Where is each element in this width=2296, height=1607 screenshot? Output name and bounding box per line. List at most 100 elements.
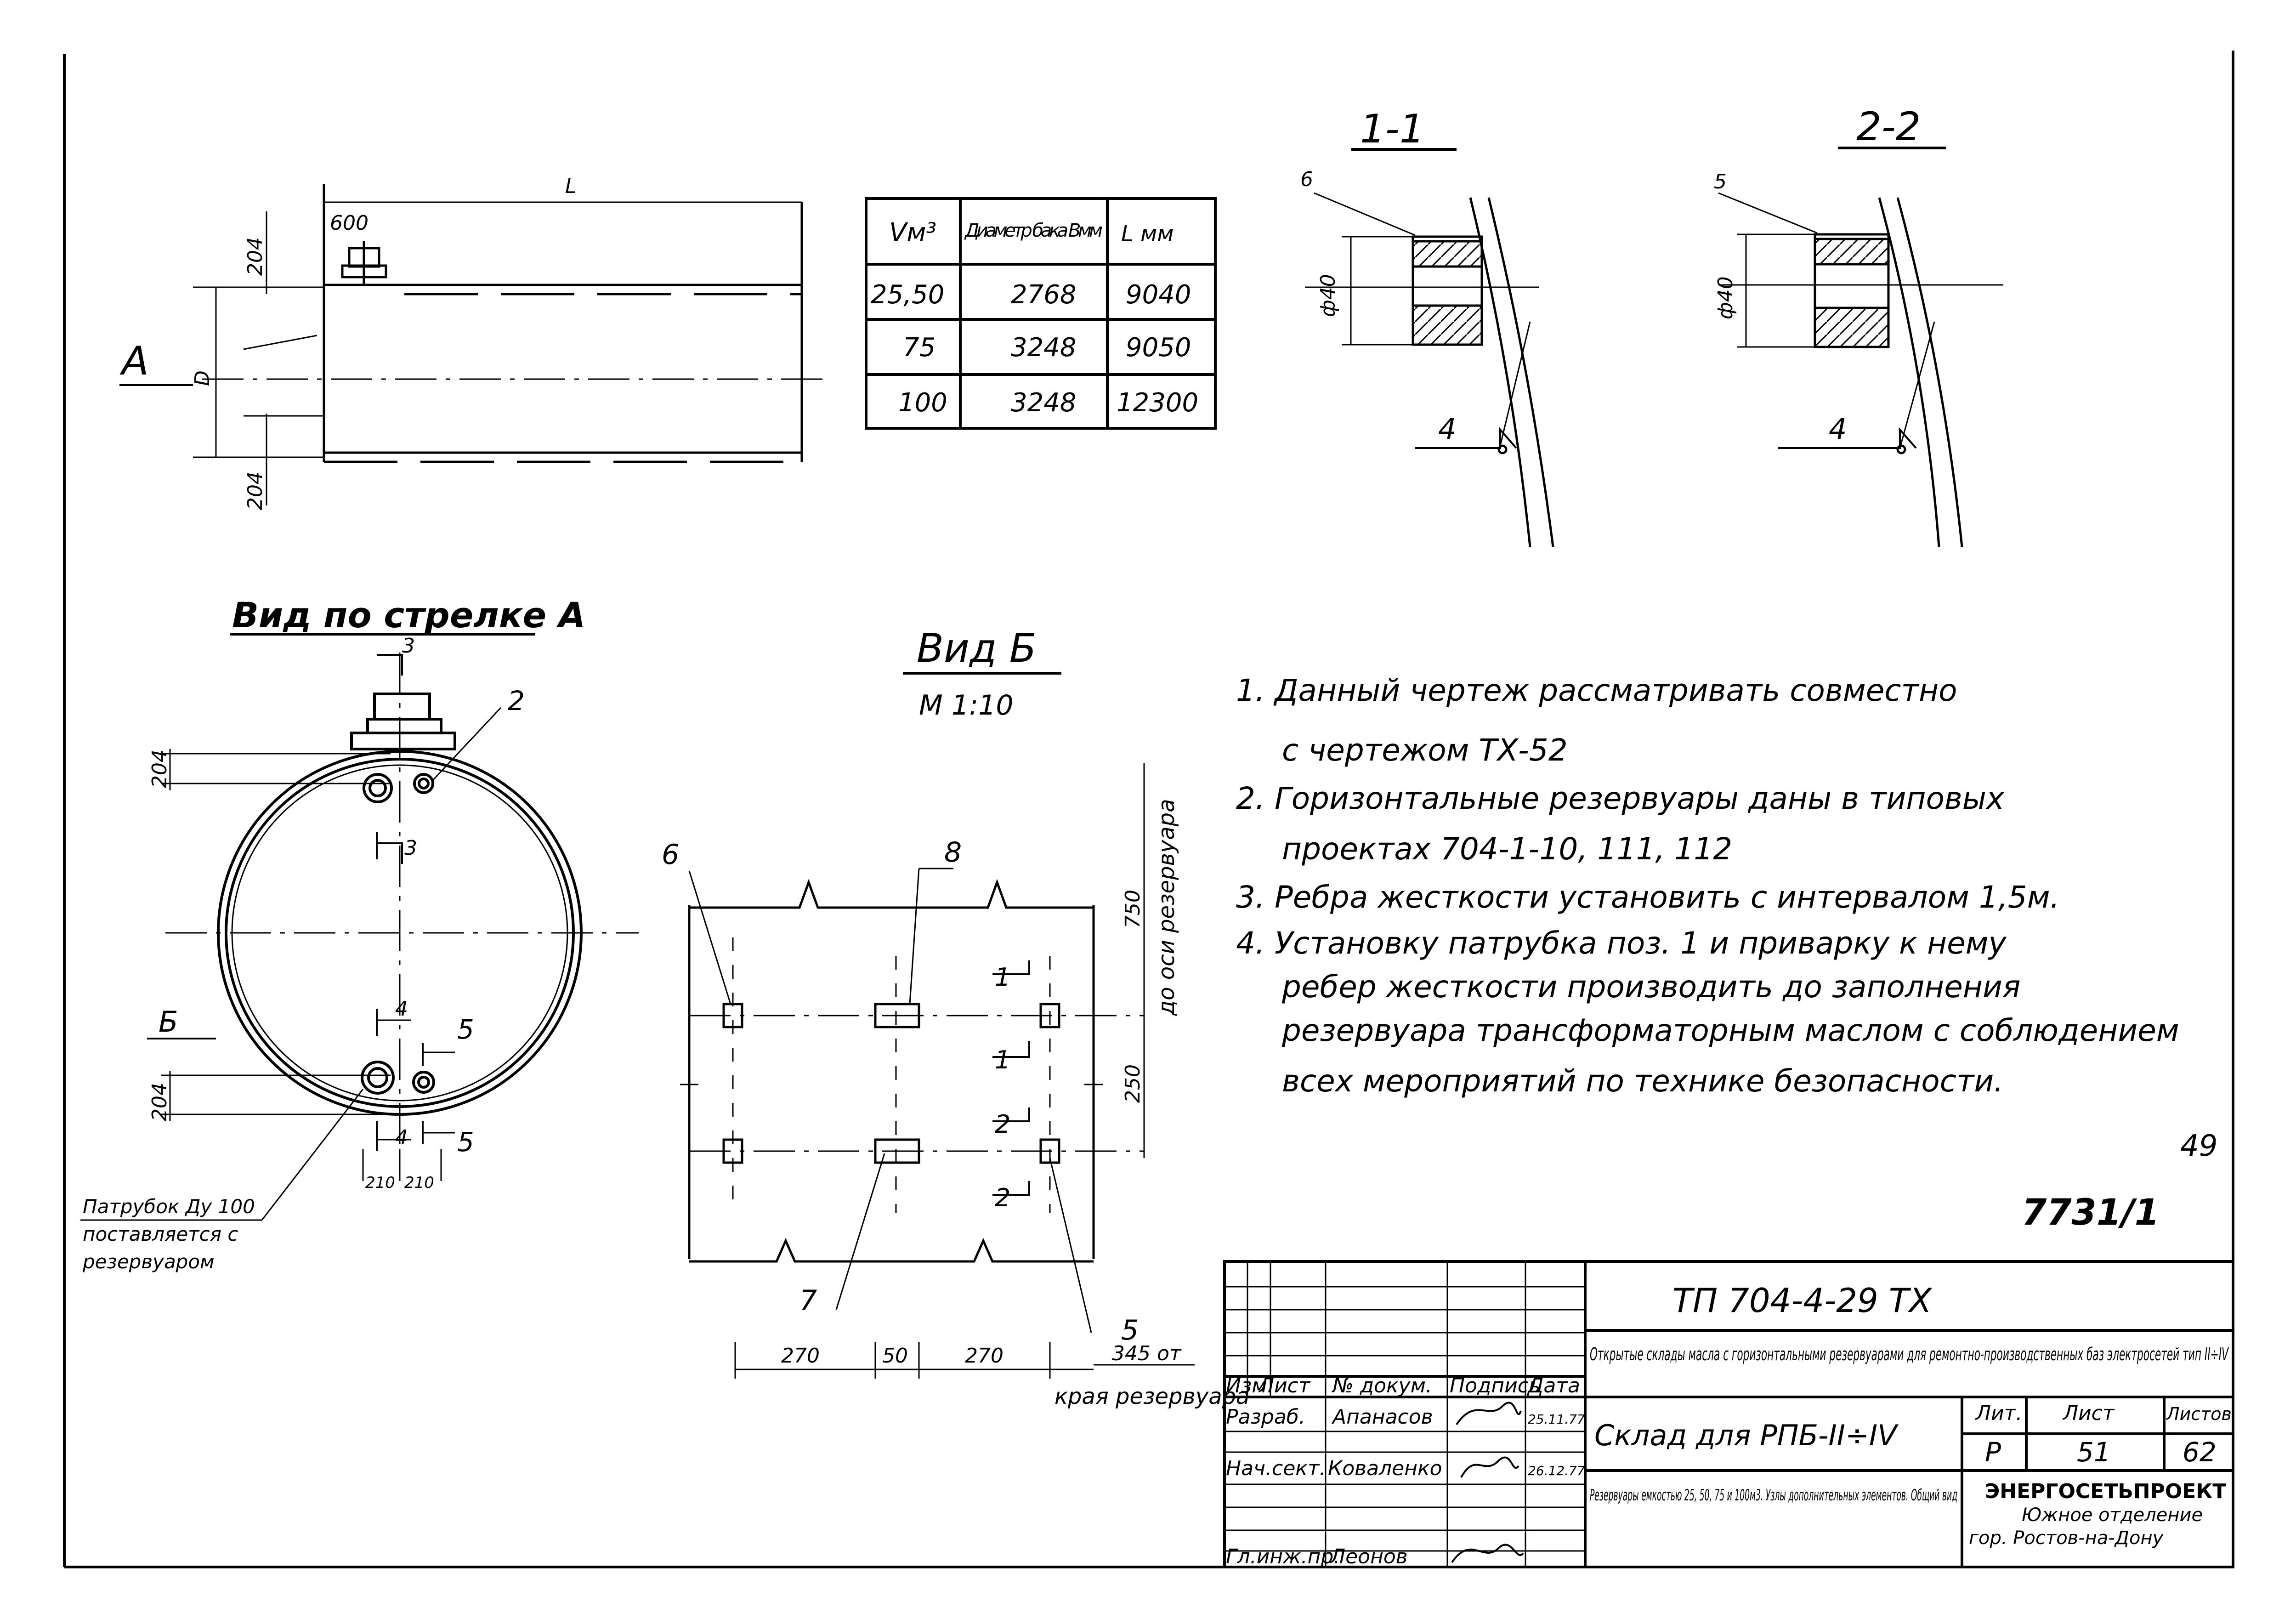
tb-doc-code: ТП 704-4-29 ТХ — [1672, 1281, 1933, 1320]
tb-col-podpis: Подпись — [1450, 1374, 1541, 1397]
dim-600: 600 — [330, 211, 368, 235]
pipe-note-line-3: резервуаром — [82, 1250, 215, 1273]
view-b-section-1b: 1 — [995, 1045, 1010, 1074]
tb-col-list: Лист — [1258, 1374, 1311, 1397]
tb-row3-role: Гл.инж.пр. — [1226, 1545, 1340, 1568]
note-line-9: всех мероприятий по технике безопасности… — [1282, 1063, 2003, 1099]
tb-org-3: гор. Ростов-на-Дону — [1969, 1528, 2164, 1549]
view-b-pos-8: 8 — [944, 836, 962, 869]
tb-row3-name: Леонов — [1329, 1545, 1408, 1568]
section-2-2-pos-4: 4 — [1829, 412, 1847, 446]
table-cell-r3c2: 3248 — [1011, 388, 1077, 418]
tb-row2-name: Коваленко — [1328, 1457, 1442, 1480]
view-b-pos-6: 6 — [662, 839, 679, 871]
tb-description: Резервуары емкостью 25, 50, 75 и 100м3. … — [1590, 1486, 1957, 1505]
note-line-4: проектах 704-1-10, 111, 112 — [1282, 831, 1732, 867]
tb-row1-role: Разраб. — [1226, 1405, 1305, 1429]
label-A: A — [119, 338, 149, 384]
view-b-title: Вид Б — [917, 625, 1037, 671]
view-a-dim-210a: 210 — [365, 1174, 395, 1192]
dim-204-bottom: 204 — [244, 471, 267, 510]
view-a-dim-204-top: 204 — [148, 750, 171, 788]
view-a-section-5-bottom: 5 — [457, 1126, 474, 1158]
label-D: D — [191, 370, 214, 386]
tb-row1-date: 25.11.77 — [1528, 1412, 1585, 1427]
table-header-l: L мм — [1121, 221, 1174, 247]
title-block: Изм. Лист № докум. Подпись Дата Разраб. … — [1223, 1260, 2234, 1568]
note-line-7: ребер жесткости производить до заполнени… — [1281, 969, 2021, 1005]
view-b-dim-250: 250 — [1121, 1064, 1145, 1103]
table-cell-r3c3: 12300 — [1117, 388, 1198, 418]
tb-list-value: 51 — [2077, 1437, 2111, 1468]
view-b-dim-270a: 270 — [781, 1344, 820, 1368]
tb-row2-date: 26.12.77 — [1528, 1463, 1585, 1478]
section-1-1: 1-1 6 ф40 4 — [1300, 106, 1554, 547]
tb-lit-label: Лит. — [1975, 1402, 2022, 1425]
main-view: L 600 204 204 A D — [119, 175, 827, 510]
dim-204-top: 204 — [244, 237, 267, 276]
section-1-1-title: 1-1 — [1360, 106, 1424, 152]
capacity-table: Vм³ Диаметр бака Вмм L мм 25,50 2768 904… — [865, 197, 1217, 430]
tb-row2-role: Нач.сект. — [1226, 1457, 1326, 1480]
section-2-2: 2-2 5 ф40 4 — [1714, 104, 2003, 547]
view-b-dim-50: 50 — [882, 1344, 908, 1368]
view-a-section-3-bottom: 3 — [404, 836, 417, 860]
view-a-section-5-top: 5 — [457, 1014, 474, 1045]
view-b-dim-270b: 270 — [965, 1344, 1003, 1368]
view-b-section-2a: 2 — [995, 1110, 1010, 1139]
archive-number: 7731/1 — [2022, 1192, 2160, 1233]
signature-row3 — [1451, 1544, 1524, 1563]
view-a-section-3-top: 3 — [402, 634, 415, 658]
pipe-note-line-2: поставляется с — [83, 1223, 238, 1245]
view-b-section-1a: 1 — [995, 963, 1010, 992]
view-a-section-4-bottom: 4 — [395, 1126, 408, 1149]
view-a-title: Вид по стрелке А — [232, 595, 585, 636]
tb-col-data: Дата — [1527, 1374, 1580, 1397]
view-a-section-4-top: 4 — [395, 997, 408, 1021]
table-cell-r3c1: 100 — [898, 388, 947, 418]
section-2-2-dia: ф40 — [1714, 276, 1737, 319]
view-b-section-2b: 2 — [995, 1183, 1010, 1212]
table-cell-r2c2: 3248 — [1011, 333, 1077, 363]
signature-row2 — [1460, 1456, 1519, 1478]
view-b-dim-345: 345 от — [1112, 1342, 1182, 1365]
dim-L: L — [565, 175, 577, 198]
section-1-1-dia: ф40 — [1316, 274, 1340, 317]
view-a-pos-2: 2 — [508, 685, 525, 716]
note-line-1: 1. Данный чертеж рассматривать совместно — [1236, 673, 1957, 708]
tb-col-izm: Изм. — [1226, 1374, 1274, 1397]
section-1-1-pos-4: 4 — [1438, 412, 1456, 446]
note-line-2: с чертежом ТХ-52 — [1282, 733, 1568, 768]
section-2-2-pos-5: 5 — [1714, 170, 1727, 193]
table-cell-r1c3: 9040 — [1126, 280, 1191, 310]
tb-list-label: Лист — [2062, 1402, 2115, 1425]
view-a-dim-204-bottom: 204 — [148, 1083, 171, 1121]
table-cell-r1c2: 2768 — [1011, 280, 1077, 310]
table-header-diam: Диаметр бака Вмм — [964, 220, 1103, 241]
note-line-6: 4. Установку патрубка поз. 1 и приварку … — [1236, 926, 2007, 961]
table-cell-r2c3: 9050 — [1126, 333, 1191, 363]
table-cell-r1c1: 25,50 — [871, 280, 944, 310]
section-1-1-pos-6: 6 — [1300, 168, 1313, 191]
note-line-3: 2. Горизонтальные резервуары даны в типо… — [1236, 781, 2005, 816]
tb-org-1: ЭНЕРГОСЕТЬПРОЕКТ — [1985, 1480, 2226, 1503]
view-b-scale: М 1:10 — [919, 689, 1014, 721]
tb-listov-value: 62 — [2183, 1437, 2217, 1468]
note-line-5: 3. Ребра жесткости установить с интервал… — [1236, 880, 2060, 915]
tb-sheet-title: Склад для РПБ-II÷IV — [1594, 1419, 1899, 1452]
view-a: Вид по стрелке А — [80, 595, 639, 1273]
tb-col-ndok: № докум. — [1331, 1374, 1432, 1397]
view-a-label-b: Б — [159, 1005, 178, 1039]
view-b: Вид Б М 1:10 — [662, 625, 1250, 1409]
view-b-pos-5: 5 — [1121, 1314, 1139, 1346]
pipe-note-line-1: Патрубок Ду 100 — [83, 1195, 255, 1218]
view-b-pos-7: 7 — [799, 1284, 817, 1317]
tb-org-2: Южное отделение — [2022, 1505, 2203, 1526]
table-cell-r2c1: 75 — [903, 333, 935, 363]
general-notes: 1. Данный чертеж рассматривать совместно… — [1236, 673, 2179, 1099]
view-b-dim-750: 750 — [1121, 890, 1145, 928]
view-a-dim-210b: 210 — [404, 1174, 434, 1192]
tb-lit-value: Р — [1985, 1437, 2001, 1468]
tb-listov-label: Листов — [2166, 1404, 2232, 1424]
